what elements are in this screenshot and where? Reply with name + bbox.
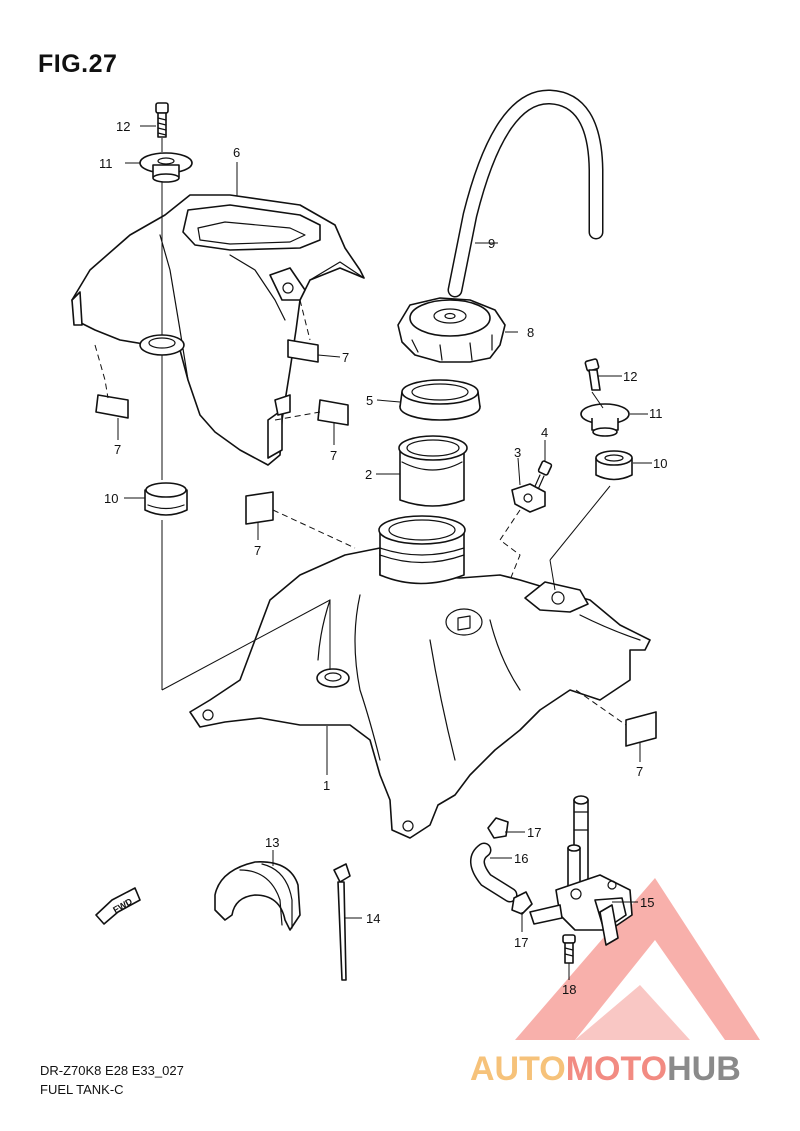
screw-18[interactable] <box>562 934 576 964</box>
fuel-cock-15[interactable] <box>529 795 633 946</box>
watermark-auto: AUTO <box>470 1050 566 1088</box>
callout-12[interactable]: 12 <box>623 369 637 384</box>
tank-cover-6[interactable] <box>71 194 365 466</box>
pad-7-set[interactable] <box>95 339 657 747</box>
callout-18[interactable]: 18 <box>562 982 576 997</box>
watermark-hub: HUB <box>667 1050 741 1088</box>
section-name: FUEL TANK-C <box>40 1082 124 1097</box>
callout-7[interactable]: 7 <box>330 448 337 463</box>
forward-arrow-icon: FWD <box>95 887 141 925</box>
callout-2[interactable]: 2 <box>365 467 372 482</box>
grommet-10-right[interactable] <box>595 450 633 481</box>
callout-4[interactable]: 4 <box>541 425 548 440</box>
callout-3[interactable]: 3 <box>514 445 521 460</box>
callout-7[interactable]: 7 <box>636 764 643 779</box>
clamp-17-lower[interactable] <box>511 891 533 915</box>
callout-10[interactable]: 10 <box>104 491 118 506</box>
callout-16[interactable]: 16 <box>514 851 528 866</box>
grommet-10-left[interactable] <box>144 482 188 516</box>
callout-14[interactable]: 14 <box>366 911 380 926</box>
breather-hose-9[interactable] <box>447 89 604 298</box>
callout-17[interactable]: 17 <box>527 825 541 840</box>
cushion-11-left[interactable] <box>139 152 193 183</box>
callout-labels: 12 11 6 9 8 7 12 5 11 7 7 4 3 10 2 10 7 … <box>99 119 667 997</box>
bolt-12-right[interactable] <box>584 358 601 391</box>
callout-7[interactable]: 7 <box>254 543 261 558</box>
fuel-cap-8[interactable] <box>397 297 506 363</box>
callout-10[interactable]: 10 <box>653 456 667 471</box>
model-code: DR-Z70K8 E28 E33_027 <box>40 1063 184 1078</box>
dashed-guides <box>94 299 627 726</box>
clamp-17-upper[interactable] <box>487 817 509 839</box>
callout-1[interactable]: 1 <box>323 778 330 793</box>
fuel-hose-16[interactable] <box>470 842 518 903</box>
callout-11[interactable]: 11 <box>99 156 113 171</box>
fuel-tank-1[interactable] <box>189 515 651 839</box>
callout-9[interactable]: 9 <box>488 236 495 251</box>
callout-7[interactable]: 7 <box>342 350 349 365</box>
watermark-logo <box>515 878 760 1040</box>
shield-13[interactable] <box>214 861 301 931</box>
callout-17[interactable]: 17 <box>514 935 528 950</box>
leader-lines <box>117 125 652 980</box>
callout-15[interactable]: 15 <box>640 895 654 910</box>
callout-12[interactable]: 12 <box>116 119 130 134</box>
callout-8[interactable]: 8 <box>527 325 534 340</box>
watermark-text: AUTOMOTOHUB <box>470 1050 741 1088</box>
bolt-12-upper[interactable] <box>155 102 169 138</box>
cable-tie-14[interactable] <box>333 863 351 981</box>
callout-7[interactable]: 7 <box>114 442 121 457</box>
callout-5[interactable]: 5 <box>366 393 373 408</box>
callout-13[interactable]: 13 <box>265 835 279 850</box>
callout-11[interactable]: 11 <box>649 406 663 421</box>
cushion-11-right[interactable] <box>580 403 630 437</box>
gasket-ring-5[interactable] <box>399 379 481 421</box>
clamp-3[interactable] <box>511 483 546 513</box>
figure-title: FIG.27 <box>38 50 118 78</box>
watermark-moto: MOTO <box>566 1050 667 1088</box>
svg-text:AUTOMOTOHUB: AUTOMOTOHUB <box>470 1050 741 1088</box>
callout-6[interactable]: 6 <box>233 145 240 160</box>
strainer-2[interactable] <box>398 435 468 507</box>
